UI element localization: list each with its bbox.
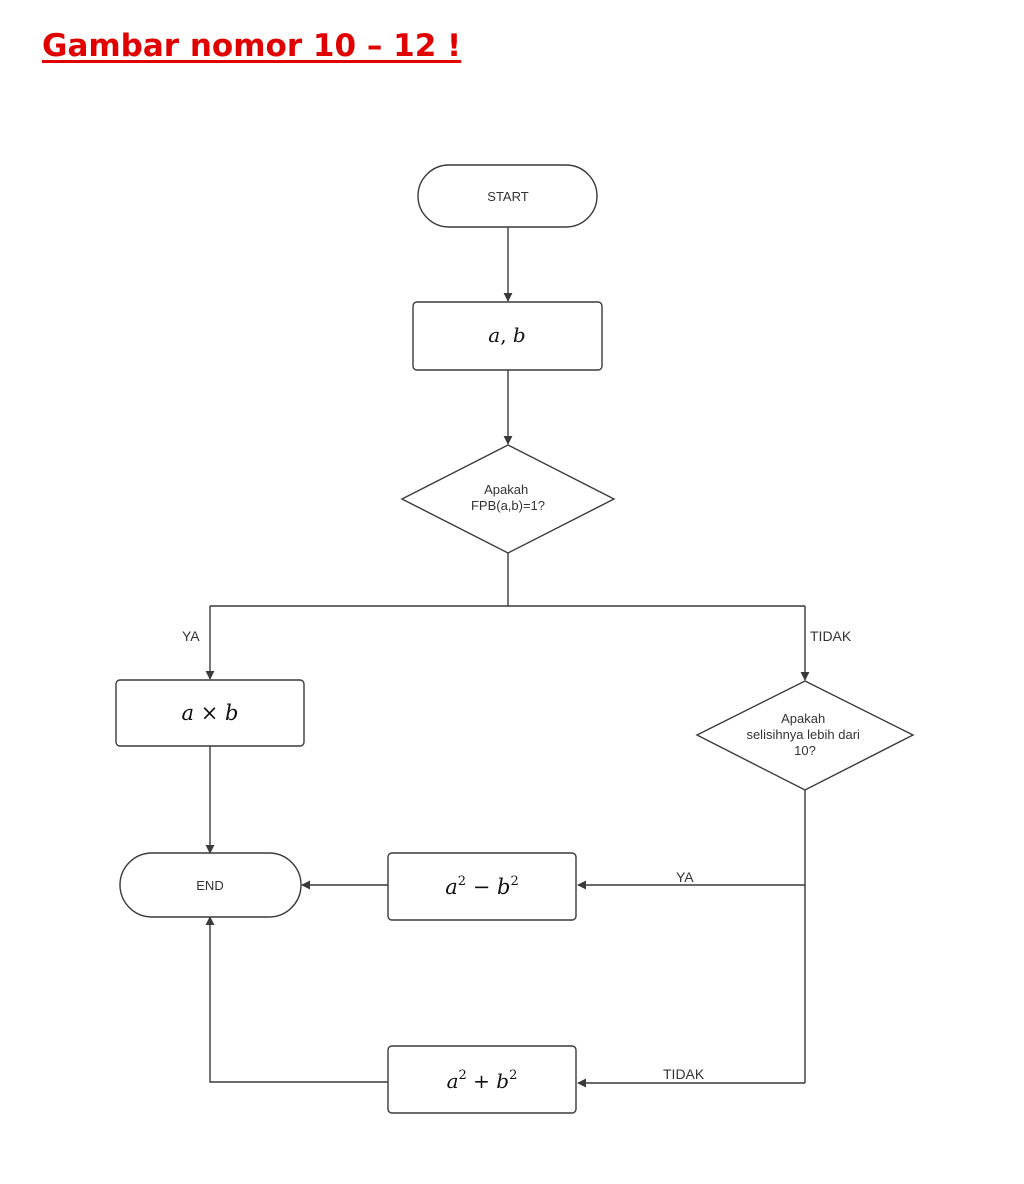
start-label: START: [487, 189, 528, 204]
product-label: a × b: [182, 701, 239, 725]
branch1-yes-label: YA: [182, 628, 200, 644]
decision1-label: Apakah FPB(a,b)=1?: [471, 482, 545, 513]
difference-process: a2 − b2: [387, 852, 577, 921]
decision2-label: Apakah selisihnya lebih dari 10?: [746, 711, 863, 758]
start-terminal: START: [417, 164, 598, 228]
branch2-yes-label: YA: [676, 869, 694, 885]
branch2-no-label: TIDAK: [663, 1066, 705, 1082]
sum-process: a2 + b2: [387, 1045, 577, 1114]
input-label: a, b: [488, 323, 525, 347]
decision-fpb: Apakah FPB(a,b)=1?: [400, 444, 616, 554]
product-process: a × b: [115, 679, 305, 747]
end-label: END: [196, 878, 223, 893]
branch1-no-label: TIDAK: [810, 628, 852, 644]
edge-sum-to-end: [205, 916, 388, 1083]
page-title: Gambar nomor 10 – 12 !: [42, 28, 462, 64]
input-process: a, b: [412, 301, 603, 371]
sum-label: a2 + b2: [447, 1068, 518, 1093]
difference-label: a2 − b2: [445, 874, 519, 899]
decision-difference: Apakah selisihnya lebih dari 10?: [695, 680, 915, 791]
end-terminal: END: [119, 852, 302, 918]
